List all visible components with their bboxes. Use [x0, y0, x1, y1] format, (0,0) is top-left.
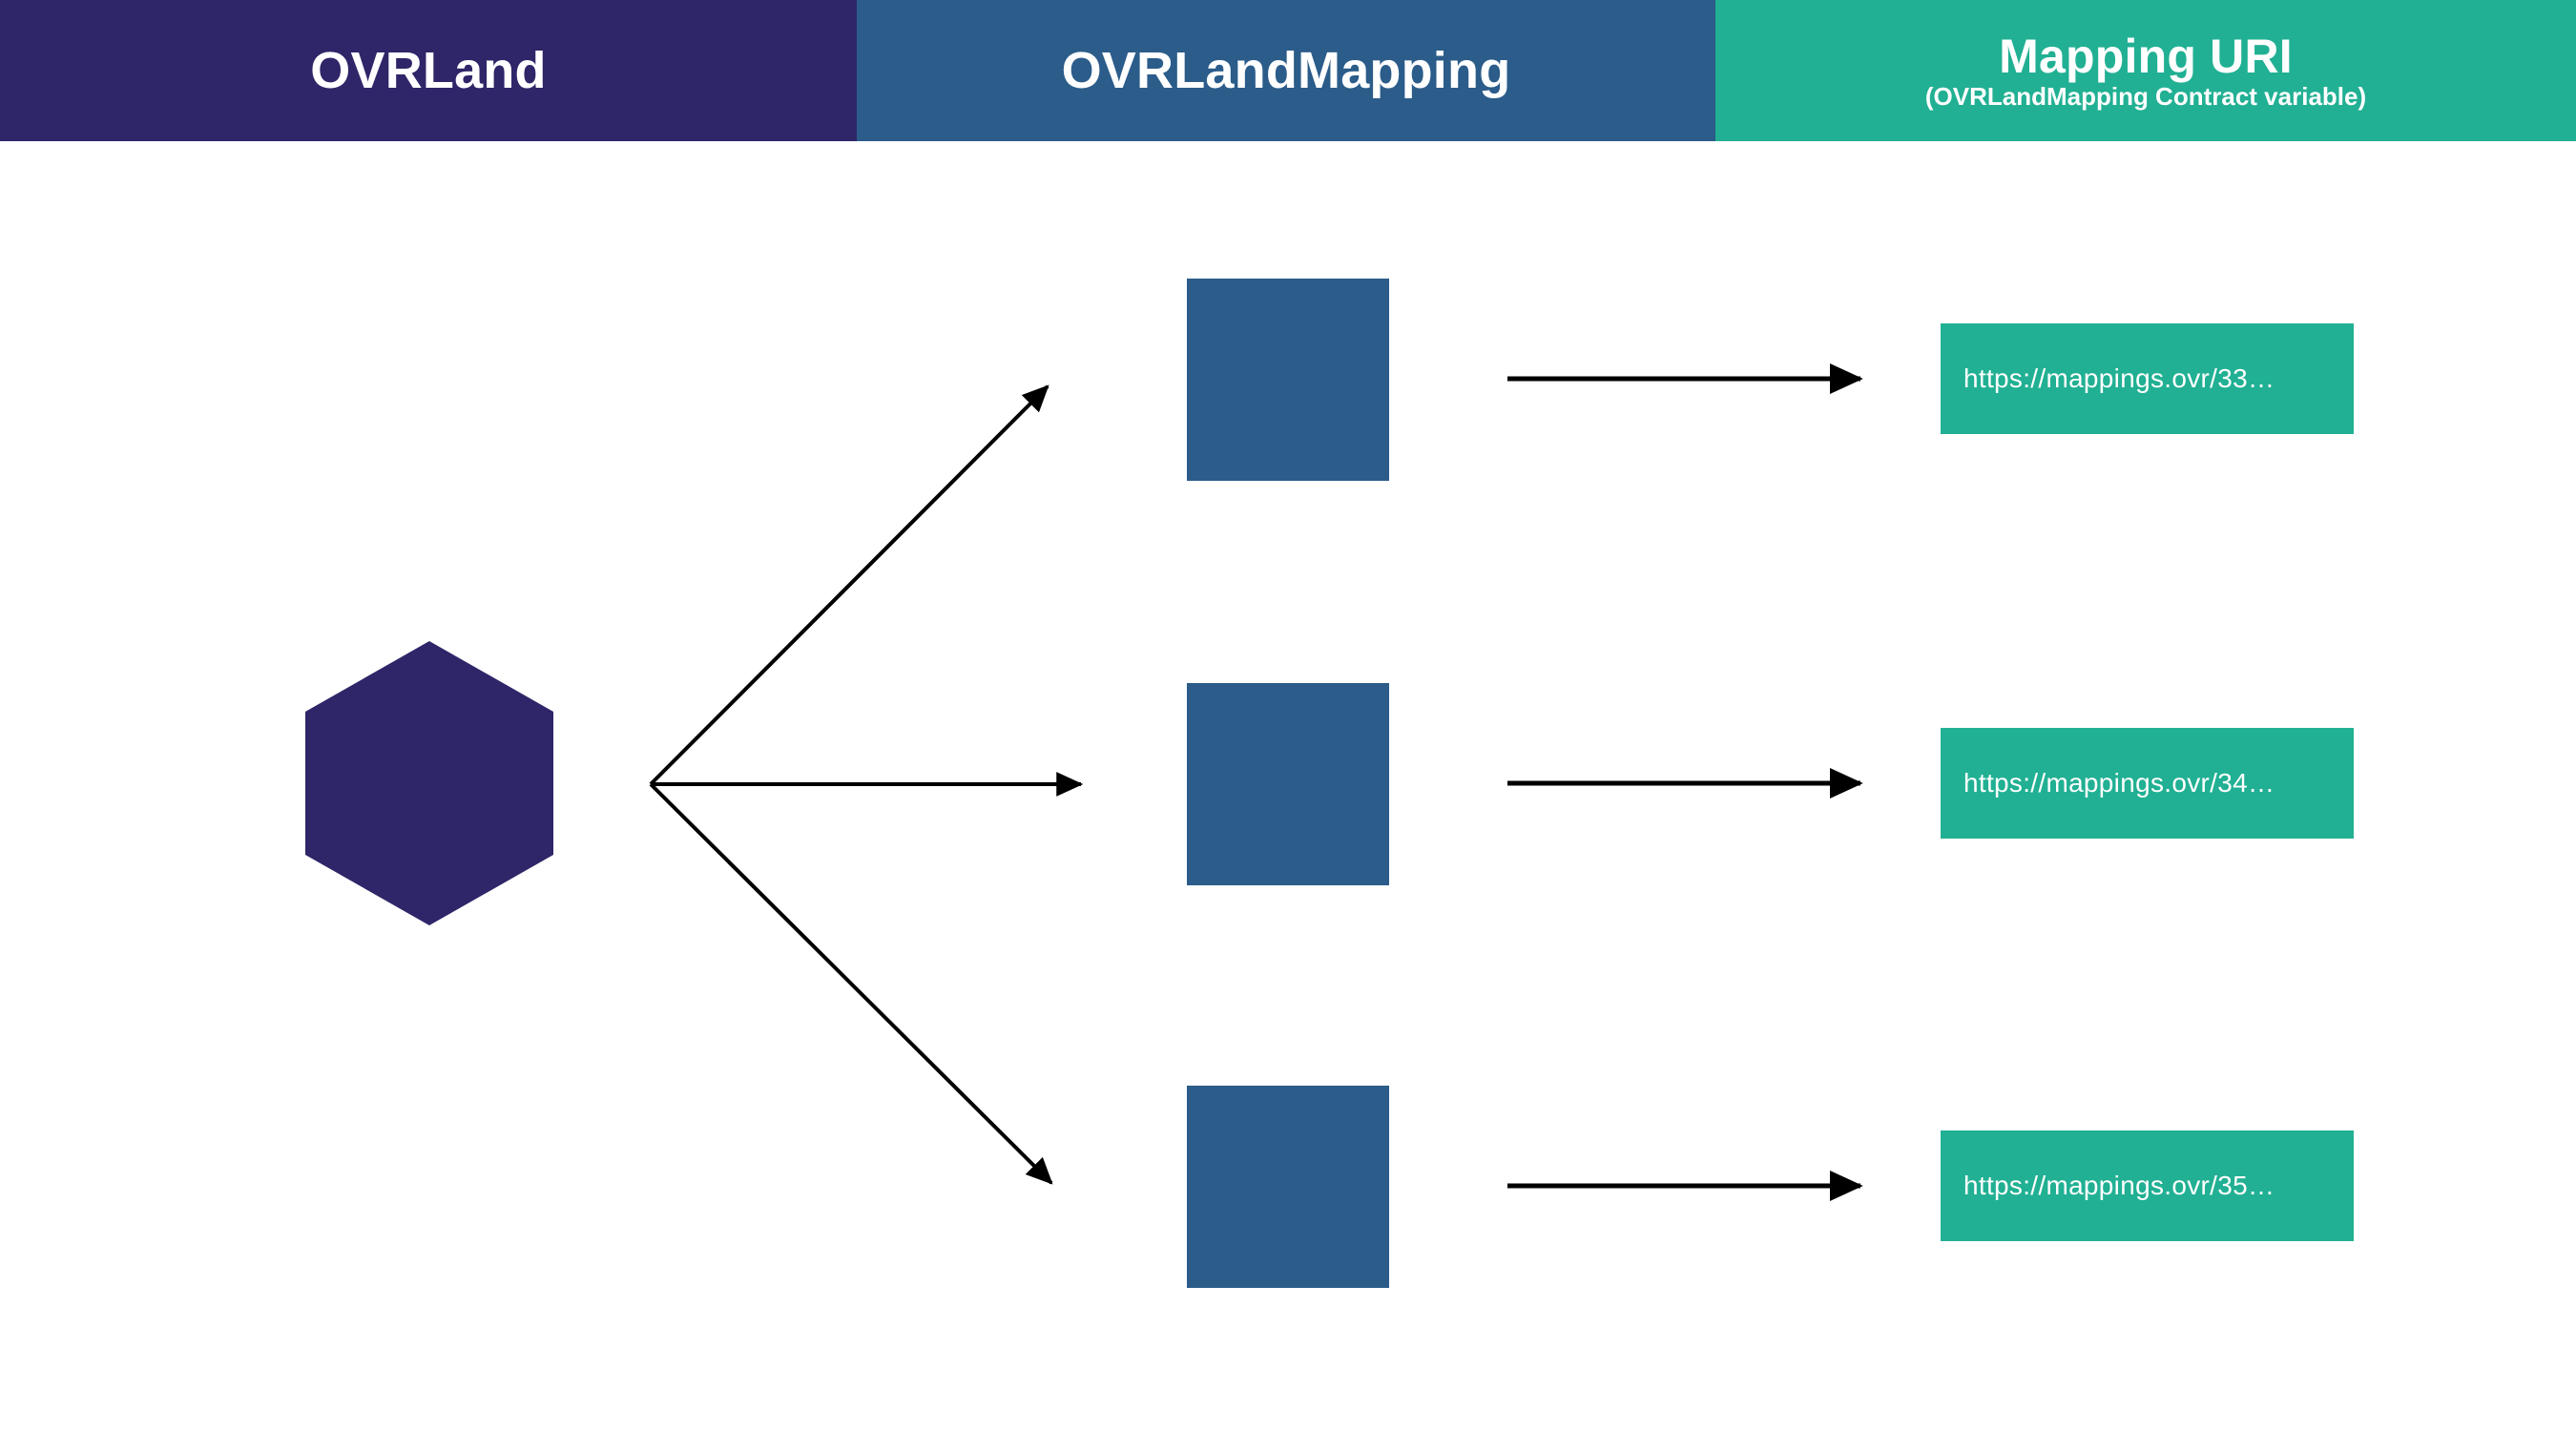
mapping-uri-text-2: https://mappings.ovr/34… — [1963, 768, 2275, 798]
mapping-uri-chip-1: https://mappings.ovr/33… — [1941, 323, 2354, 434]
header-title-ovrlandmapping: OVRLandMapping — [1061, 41, 1511, 99]
mapping-uri-text-1: https://mappings.ovr/33… — [1963, 363, 2275, 393]
header-title-ovrland: OVRLand — [310, 41, 547, 99]
header-subtitle-mapping-uri: (OVRLandMapping Contract variable) — [1924, 81, 2367, 111]
mapping-uri-chip-3: https://mappings.ovr/35… — [1941, 1130, 2354, 1241]
ovrlandmapping-node-1 — [1187, 279, 1389, 481]
header-column-mapping-uri: Mapping URI (OVRLandMapping Contract var… — [1715, 0, 2576, 141]
header-title-mapping-uri: Mapping URI — [1999, 30, 2293, 84]
diagram-vector-layer — [305, 363, 1863, 1202]
ovrland-hexagon-node — [305, 641, 553, 925]
mapping-uri-text-3: https://mappings.ovr/35… — [1963, 1171, 2275, 1200]
diagram-body: https://mappings.ovr/33… https://mapping… — [0, 141, 2576, 1431]
header-column-ovrlandmapping: OVRLandMapping — [857, 0, 1715, 141]
arrow-land-to-mapping-1 — [649, 384, 1049, 786]
arrow-land-to-mapping-3 — [649, 782, 1053, 1185]
ovrlandmapping-node-3 — [1187, 1086, 1389, 1288]
header-band: OVRLand OVRLandMapping Mapping URI (OVRL… — [0, 0, 2576, 141]
header-column-ovrland: OVRLand — [0, 0, 857, 141]
mapping-uri-chip-2: https://mappings.ovr/34… — [1941, 728, 2354, 839]
ovrlandmapping-node-2 — [1187, 683, 1389, 885]
